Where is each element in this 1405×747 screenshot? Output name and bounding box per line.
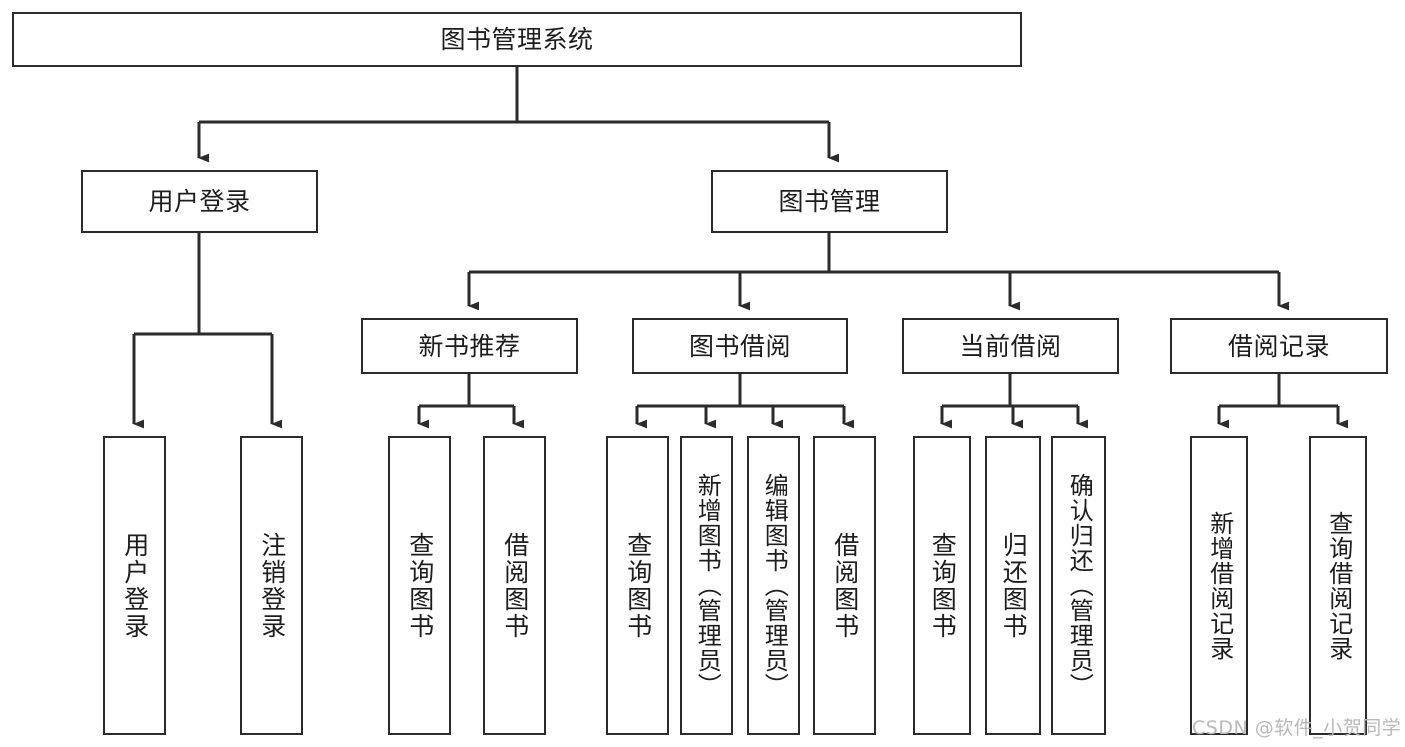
- node-label: 当前借阅: [959, 331, 1062, 361]
- node-book-management-system[interactable]: 图书管理系统: [12, 12, 1022, 67]
- node-label: 确认归还（管理员）: [1065, 473, 1094, 698]
- leaf-borrow-book-recommendation[interactable]: 借阅图书: [483, 436, 546, 735]
- leaf-confirm-return-admin[interactable]: 确认归还（管理员）: [1051, 436, 1106, 735]
- node-book-borrowing[interactable]: 图书借阅: [632, 318, 848, 374]
- node-label: 图书借阅: [688, 331, 791, 361]
- node-borrowing-record[interactable]: 借阅记录: [1170, 318, 1388, 374]
- node-label: 新书推荐: [418, 331, 521, 361]
- leaf-query-borrowing-record[interactable]: 查询借阅记录: [1309, 436, 1367, 735]
- leaf-query-book-borrowing[interactable]: 查询图书: [606, 436, 669, 735]
- node-label: 新增图书（管理员）: [693, 473, 722, 698]
- node-label: 查询图书: [928, 531, 958, 640]
- leaf-query-book-current[interactable]: 查询图书: [913, 436, 971, 735]
- node-label: 查询图书: [405, 531, 435, 640]
- node-label: 注销登录: [257, 531, 287, 640]
- node-current-borrowing[interactable]: 当前借阅: [902, 318, 1119, 374]
- node-label: 归还图书: [999, 531, 1029, 640]
- node-label: 借阅记录: [1227, 331, 1330, 361]
- node-label: 查询借阅记录: [1324, 510, 1353, 661]
- node-label: 图书管理系统: [440, 25, 594, 54]
- node-label: 图书管理: [778, 187, 881, 216]
- node-label: 新增借阅记录: [1205, 510, 1234, 661]
- node-new-book-recommendation[interactable]: 新书推荐: [361, 318, 578, 374]
- node-user-login[interactable]: 用户登录: [81, 170, 318, 233]
- node-label: 借阅图书: [830, 531, 860, 640]
- node-label: 查询图书: [623, 531, 653, 640]
- node-label: 借阅图书: [500, 531, 530, 640]
- leaf-user-login[interactable]: 用户登录: [103, 436, 166, 735]
- node-label: 用户登录: [148, 187, 251, 216]
- leaf-user-logout[interactable]: 注销登录: [240, 436, 303, 735]
- node-label: 编辑图书（管理员）: [760, 473, 789, 698]
- leaf-query-book-recommendation[interactable]: 查询图书: [388, 436, 451, 735]
- leaf-borrow-book[interactable]: 借阅图书: [813, 436, 876, 735]
- leaf-add-borrowing-record[interactable]: 新增借阅记录: [1190, 436, 1248, 735]
- leaf-edit-book-admin[interactable]: 编辑图书（管理员）: [747, 436, 800, 735]
- leaf-add-book-admin[interactable]: 新增图书（管理员）: [680, 436, 733, 735]
- leaf-return-book[interactable]: 归还图书: [985, 436, 1041, 735]
- node-book-management[interactable]: 图书管理: [711, 170, 948, 233]
- node-label: 用户登录: [120, 531, 150, 640]
